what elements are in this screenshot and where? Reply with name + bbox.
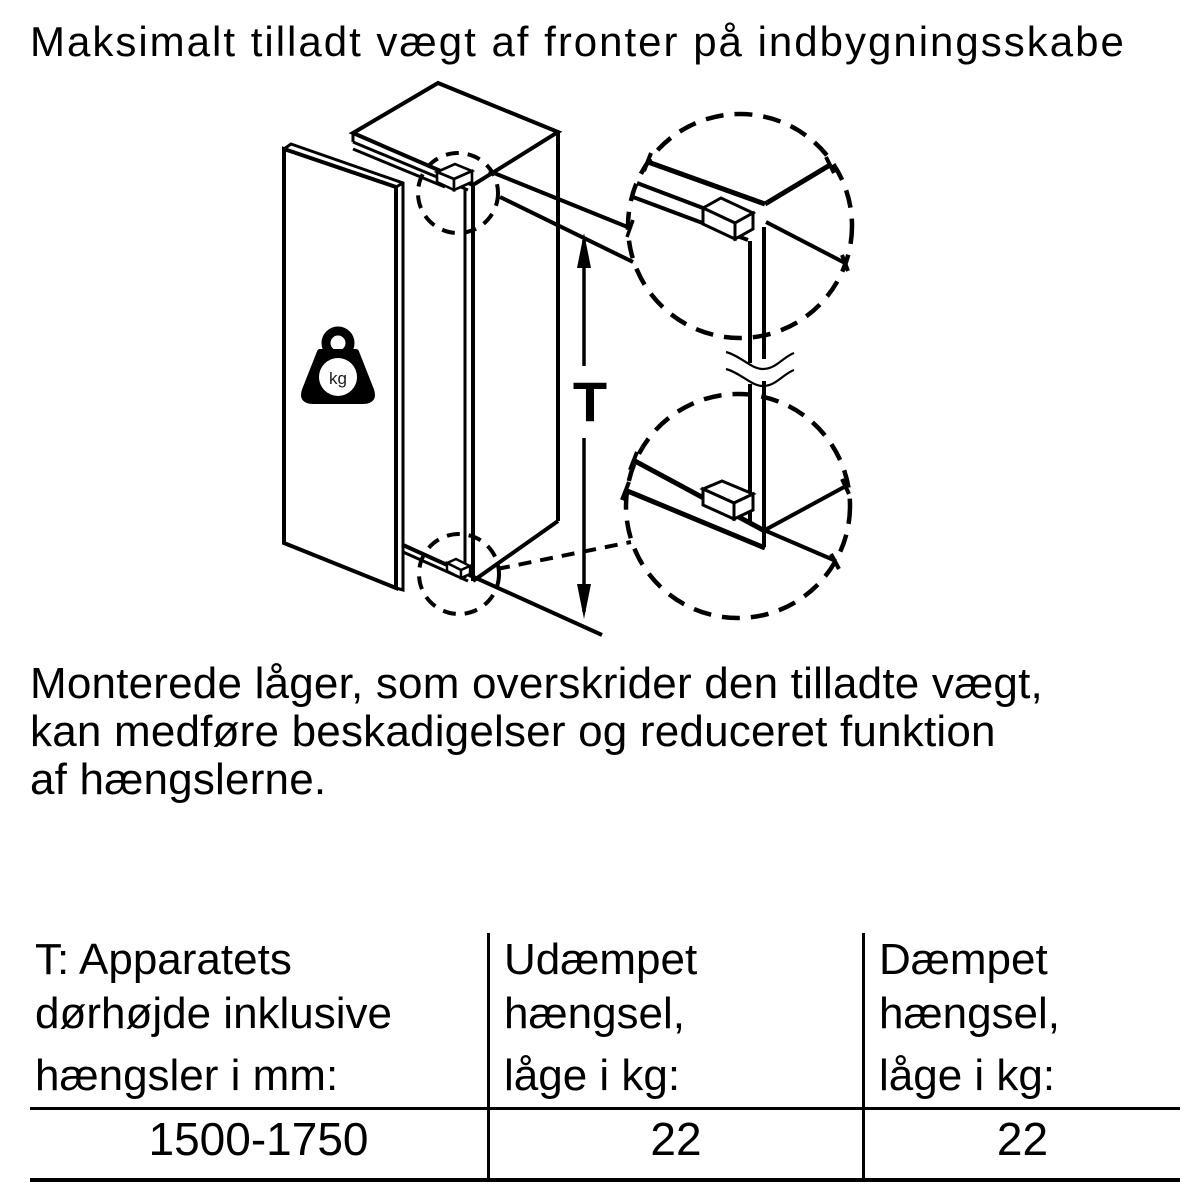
table-column-undamped-hinge: Udæmpet hængsel, låge i kg: 22 — [487, 933, 862, 1178]
column-header: Udæmpet hængsel, låge i kg: — [504, 935, 698, 1100]
warning-text: Monterede låger, som overskrider den til… — [30, 660, 1180, 804]
dimension-t-label: T — [573, 370, 607, 433]
table-header-divider — [30, 1107, 1180, 1110]
hinge-weight-table: T: Apparatets dørhøjde inklusive hængsle… — [30, 933, 1180, 1182]
warning-line: af hængslerne. — [30, 755, 327, 804]
table-value: 1500-1750 — [148, 1113, 369, 1165]
cabinet-drawing — [348, 80, 603, 637]
break-symbol — [725, 350, 795, 388]
top-hinge-block — [433, 162, 476, 193]
warning-line: Monterede låger, som overskrider den til… — [30, 659, 1043, 708]
top-hinge-detail-circle — [625, 111, 855, 363]
bottom-hinge-detail-circle — [620, 381, 853, 621]
bottom-hinge-block — [444, 557, 473, 580]
kg-label: kg — [329, 369, 347, 388]
page-title: Maksimalt tilladt vægt af fronter på ind… — [30, 18, 1126, 65]
bottom-hinge-callout-circle — [417, 532, 501, 616]
table-value: 22 — [650, 1113, 702, 1165]
warning-line: kan medføre beskadigelser og reduceret f… — [30, 707, 996, 756]
callout-leader-lines — [488, 169, 635, 571]
column-header: T: Apparatets dørhøjde inklusive hængsle… — [35, 935, 393, 1100]
column-header: Dæmpet hængsel, låge i kg: — [879, 935, 1061, 1100]
table-value: 22 — [996, 1113, 1049, 1165]
top-hinge-callout-circle — [416, 151, 500, 235]
weight-kg-icon: kg — [301, 326, 375, 404]
table-column-door-height: T: Apparatets dørhøjde inklusive hængsle… — [30, 933, 487, 1178]
table-column-damped-hinge: Dæmpet hængsel, låge i kg: 22 — [862, 933, 1180, 1178]
height-dimension: T — [573, 233, 607, 619]
